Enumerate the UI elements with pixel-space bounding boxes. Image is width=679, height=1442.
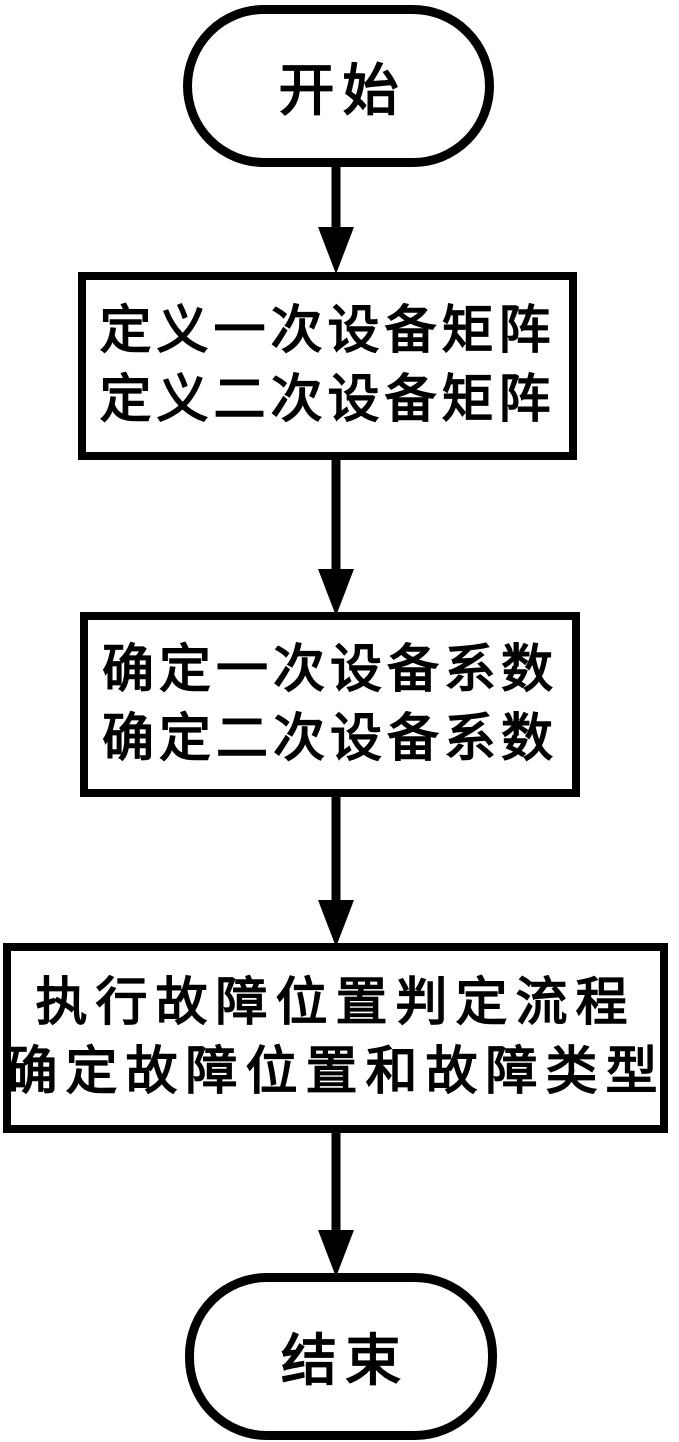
flow-arrow-1 (318, 160, 354, 274)
process-node-determine-coefficients: 确定一次设备系数 确定二次设备系数 (80, 612, 580, 797)
arrowhead-down-icon (318, 1230, 354, 1277)
end-terminal-node: 结束 (185, 1273, 497, 1440)
arrow-shaft (331, 160, 341, 232)
process-1-line-2: 定义二次设备矩阵 (99, 370, 556, 430)
process-1-line-1: 定义一次设备矩阵 (99, 301, 556, 362)
arrow-shaft (331, 1127, 341, 1235)
process-2-line-2: 确定二次设备系数 (101, 708, 558, 769)
flow-arrow-2 (318, 454, 354, 616)
arrowhead-down-icon (318, 900, 354, 947)
process-3-line-2: 确定故障位置和故障类型 (5, 1042, 666, 1102)
flow-arrow-4 (318, 1127, 354, 1277)
arrowhead-down-icon (318, 569, 354, 616)
process-node-define-matrices: 定义一次设备矩阵 定义二次设备矩阵 (78, 272, 577, 460)
flow-arrow-3 (318, 791, 354, 947)
arrowhead-down-icon (318, 227, 354, 274)
process-node-fault-location: 执行故障位置判定流程 确定故障位置和故障类型 (3, 943, 668, 1133)
arrow-shaft (331, 454, 341, 574)
arrow-shaft (331, 791, 341, 905)
process-3-line-1: 执行故障位置判定流程 (35, 973, 636, 1034)
start-terminal-node: 开始 (183, 5, 494, 167)
end-label: 结束 (281, 1329, 409, 1394)
start-label: 开始 (278, 58, 407, 124)
process-2-line-1: 确定一次设备系数 (101, 639, 558, 700)
